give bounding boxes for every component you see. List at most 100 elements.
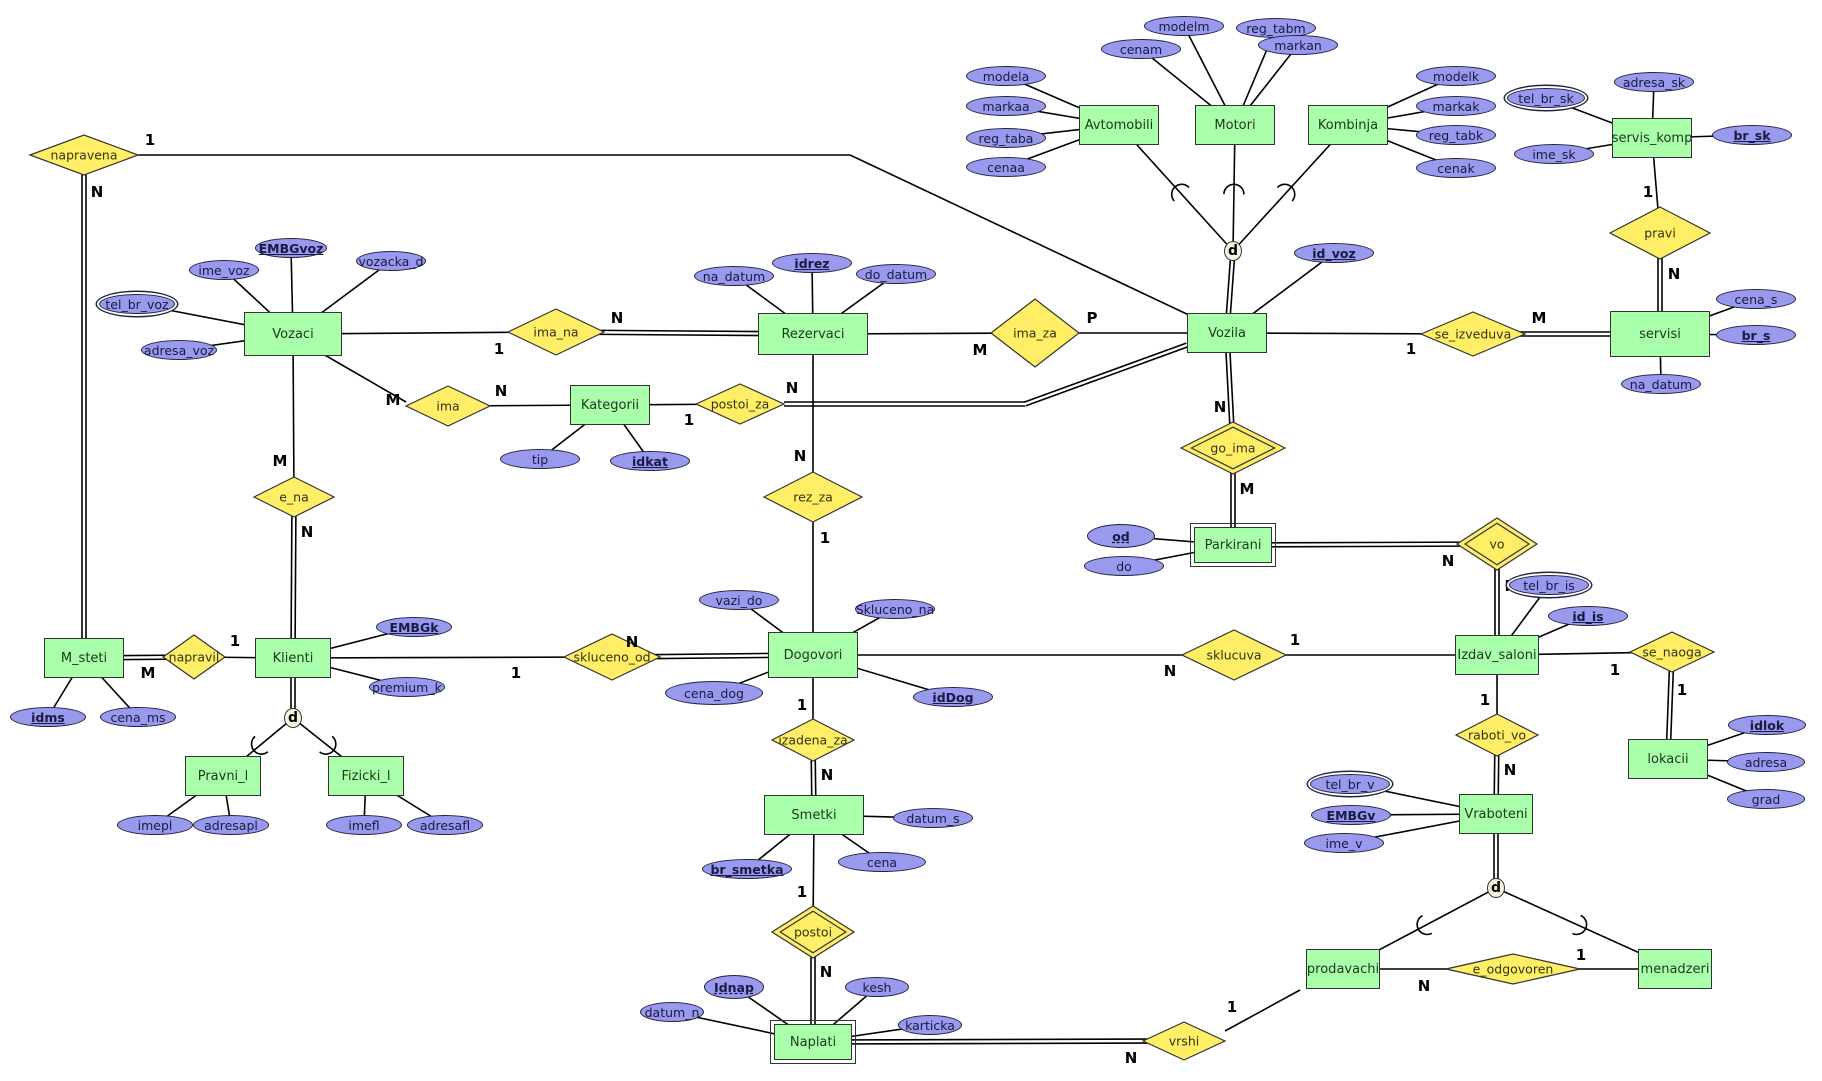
attribute[interactable]: ime_v xyxy=(1304,833,1384,853)
relationship-diamond[interactable] xyxy=(28,134,140,176)
attribute[interactable]: ime_voz xyxy=(189,260,259,280)
relationship-diamond[interactable] xyxy=(770,718,856,762)
relationship-diamond[interactable] xyxy=(770,905,856,959)
relationship-diamond[interactable] xyxy=(1141,1021,1227,1061)
relationship-diamond[interactable] xyxy=(1180,629,1288,681)
attribute[interactable]: kesh xyxy=(845,977,909,997)
entity-box[interactable]: Vozila xyxy=(1187,313,1267,353)
entity-box[interactable]: servis_komp xyxy=(1612,118,1692,158)
relationship-diamond[interactable] xyxy=(404,385,492,427)
attribute[interactable]: adresapl xyxy=(193,815,269,835)
entity-box[interactable]: servisi xyxy=(1610,311,1710,357)
attribute[interactable]: cena xyxy=(838,852,926,872)
multivalued-attribute[interactable]: tel_br_v xyxy=(1310,774,1390,794)
attribute[interactable]: markaa xyxy=(966,96,1046,116)
relationship-diamond[interactable] xyxy=(161,634,227,680)
relationship-diamond[interactable] xyxy=(562,633,662,681)
key-attribute[interactable]: EMBGvoz xyxy=(255,238,327,258)
attribute[interactable]: do_datum xyxy=(856,264,936,284)
key-attribute[interactable]: id_is xyxy=(1548,606,1628,626)
entity-box[interactable]: Klienti xyxy=(255,638,331,678)
attribute[interactable]: imefl xyxy=(326,815,402,835)
relationship-diamond[interactable] xyxy=(1179,421,1287,475)
attribute[interactable]: vazi_do xyxy=(699,590,779,610)
attribute[interactable]: Skluceno_na xyxy=(855,599,935,619)
key-attribute[interactable]: idlok xyxy=(1728,715,1806,735)
weak-entity-box[interactable]: Naplati xyxy=(770,1020,856,1064)
key-attribute[interactable]: idkat xyxy=(610,451,690,471)
entity-box[interactable]: Dogovori xyxy=(768,632,858,678)
entity-box[interactable]: lokacii xyxy=(1628,739,1708,779)
entity-box[interactable]: Rezervaci xyxy=(758,313,868,355)
key-attribute[interactable]: br_sk xyxy=(1712,125,1792,145)
entity-box[interactable]: Pravni_l xyxy=(185,756,261,796)
attribute[interactable]: grad xyxy=(1727,789,1805,809)
entity-box[interactable]: Fizicki_l xyxy=(328,756,404,796)
attribute[interactable]: cena_s xyxy=(1716,289,1796,309)
weak-entity-box[interactable]: Parkirani xyxy=(1190,523,1276,567)
attribute[interactable]: adresa xyxy=(1727,752,1805,772)
entity-box[interactable]: Avtomobili xyxy=(1079,105,1159,145)
attribute[interactable]: adresa_sk xyxy=(1614,72,1694,92)
entity-box[interactable]: prodavachi xyxy=(1306,949,1380,989)
attribute[interactable]: premium_k xyxy=(369,677,445,697)
attribute[interactable]: cenak xyxy=(1416,158,1496,178)
relationship-diamond[interactable] xyxy=(252,476,336,518)
relationship-diamond[interactable] xyxy=(1419,311,1527,357)
relationship-diamond[interactable] xyxy=(1454,713,1540,757)
entity-box[interactable]: Izdav_saloni xyxy=(1455,635,1539,675)
attribute[interactable]: do xyxy=(1084,556,1164,576)
attribute[interactable]: reg_tabm xyxy=(1236,18,1316,38)
attribute[interactable]: reg_taba xyxy=(966,128,1046,148)
entity-box[interactable]: Vozaci xyxy=(244,312,342,356)
attribute[interactable]: ime_sk xyxy=(1514,144,1594,164)
attribute[interactable]: modelm xyxy=(1144,16,1224,36)
partial-key-attribute[interactable]: Idnap xyxy=(704,975,764,999)
key-attribute[interactable]: idrez xyxy=(772,253,852,273)
relationship-diamond[interactable] xyxy=(1628,631,1716,673)
relationship-diamond[interactable] xyxy=(1445,953,1581,985)
attribute[interactable]: tip xyxy=(500,449,580,469)
attribute[interactable]: cenam xyxy=(1101,39,1181,59)
attribute[interactable]: cena_ms xyxy=(100,707,176,727)
multivalued-attribute[interactable]: tel_br_is xyxy=(1509,575,1589,595)
relationship-diamond[interactable] xyxy=(506,308,606,356)
attribute[interactable]: markan xyxy=(1258,35,1338,55)
attribute[interactable]: karticka xyxy=(898,1015,962,1035)
key-attribute[interactable]: id_voz xyxy=(1294,243,1374,263)
key-attribute[interactable]: EMBGv xyxy=(1311,805,1391,825)
entity-box[interactable]: Smetki xyxy=(764,795,864,835)
attribute[interactable]: vozacka_d xyxy=(356,251,426,271)
attribute[interactable]: na_datum xyxy=(694,266,774,286)
key-attribute[interactable]: idms xyxy=(10,707,86,727)
key-attribute[interactable]: br_smetka xyxy=(702,859,792,879)
attribute[interactable]: datum_n xyxy=(640,1002,704,1022)
attribute[interactable]: cena_dog xyxy=(665,681,763,705)
entity-box[interactable]: Motori xyxy=(1195,105,1275,145)
partial-key-attribute[interactable]: od xyxy=(1087,524,1155,548)
attribute[interactable]: cenaa xyxy=(966,157,1046,177)
attribute[interactable]: markak xyxy=(1416,96,1496,116)
key-attribute[interactable]: idDog xyxy=(913,687,993,707)
multivalued-attribute[interactable]: tel_br_sk xyxy=(1507,88,1585,108)
entity-box[interactable]: Kombinja xyxy=(1308,105,1388,145)
entity-box[interactable]: Kategorii xyxy=(570,385,650,425)
attribute[interactable]: imepl xyxy=(117,815,193,835)
multivalued-attribute[interactable]: tel_br_voz xyxy=(99,294,175,314)
key-attribute[interactable]: EMBGk xyxy=(376,617,452,637)
attribute[interactable]: reg_tabk xyxy=(1416,125,1496,145)
attribute[interactable]: modelk xyxy=(1416,66,1496,86)
relationship-diamond[interactable] xyxy=(694,383,786,425)
entity-box[interactable]: Vraboteni xyxy=(1459,794,1533,834)
relationship-diamond[interactable] xyxy=(1608,206,1712,260)
key-attribute[interactable]: br_s xyxy=(1716,325,1796,345)
attribute[interactable]: adresafl xyxy=(407,815,483,835)
relationship-diamond[interactable] xyxy=(990,298,1080,368)
relationship-diamond[interactable] xyxy=(1455,517,1539,571)
attribute[interactable]: na_datum xyxy=(1621,374,1701,394)
entity-box[interactable]: menadzeri xyxy=(1638,949,1712,989)
attribute[interactable]: datum_s xyxy=(893,808,973,828)
relationship-diamond[interactable] xyxy=(762,471,864,523)
attribute[interactable]: modela xyxy=(966,66,1046,86)
attribute[interactable]: adresa_voz xyxy=(141,340,217,360)
